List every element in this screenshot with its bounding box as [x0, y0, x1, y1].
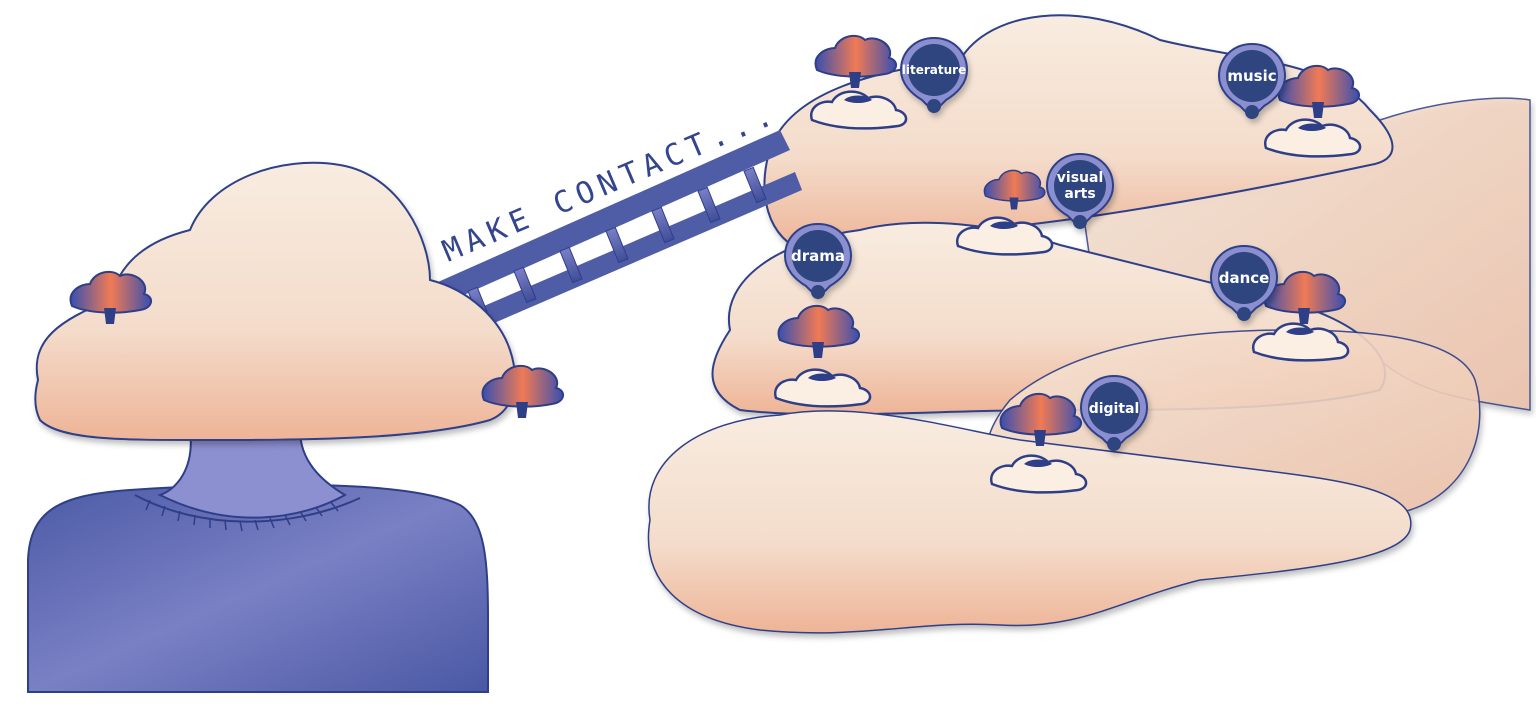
pin-drama-label: drama — [791, 247, 845, 265]
pin-music-label: music — [1227, 67, 1276, 85]
pin-visual-arts-label-line2: arts — [1064, 186, 1095, 202]
pin-literature[interactable]: literature — [900, 37, 968, 114]
neck — [157, 429, 347, 519]
person-figure — [27, 161, 565, 693]
sweater-collar — [134, 494, 361, 523]
ladder-bridge — [438, 130, 802, 330]
pin-music[interactable]: music — [1218, 43, 1286, 120]
pin-visual-arts[interactable]: visual arts — [1046, 153, 1114, 230]
cloud-head — [34, 161, 516, 441]
pin-digital-label: digital — [1089, 401, 1140, 417]
pin-dance[interactable]: dance — [1210, 245, 1278, 322]
pin-dance-label: dance — [1219, 269, 1270, 287]
make-contact-headline: MAKE CONTACT... — [437, 96, 783, 269]
pin-literature-label: literature — [902, 63, 966, 77]
pin-drama[interactable]: drama — [784, 223, 852, 300]
cloud-bottom — [647, 410, 1412, 634]
pin-digital[interactable]: digital — [1080, 375, 1148, 452]
cloud-landscape — [647, 14, 1531, 634]
pin-visual-arts-label-line1: visual — [1057, 170, 1103, 186]
